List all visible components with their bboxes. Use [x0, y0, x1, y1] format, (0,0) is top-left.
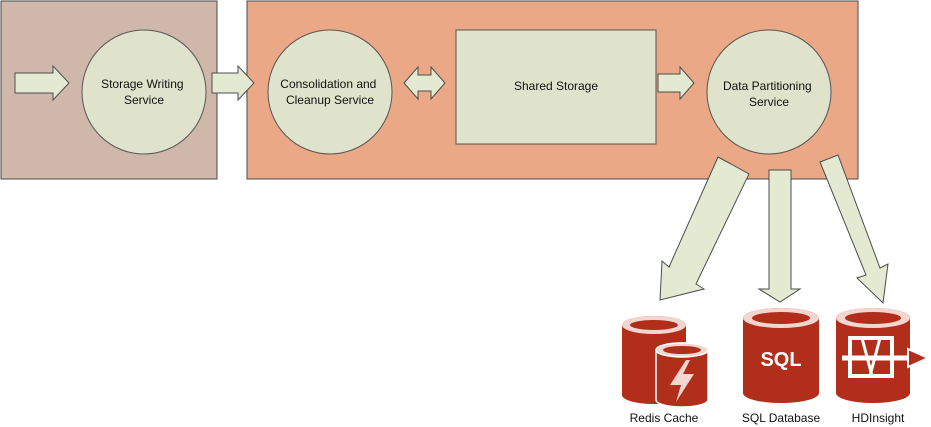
consolidation-cleanup-service-node — [267, 29, 393, 155]
consolidation-cleanup-service-label-line-2: Cleanup Service — [286, 93, 374, 107]
shared-storage-label: Shared Storage — [514, 79, 598, 93]
storage-writing-service-label-line-1: Storage Writing — [101, 77, 183, 91]
storage-to-consolidation-arrow — [211, 64, 255, 102]
shared-storage-to-partitioning-arrow — [657, 65, 695, 101]
input-arrow — [14, 64, 70, 102]
shared-storage-node — [455, 29, 657, 145]
redis-cache-label: Redis Cache — [630, 411, 699, 425]
data-partitioning-service-label-line-2: Service — [749, 95, 789, 109]
consolidation-shared-storage-bidirectional-arrow — [403, 65, 446, 101]
data-partitioning-service-node — [706, 29, 832, 155]
hdinsight-label: HDInsight — [852, 411, 905, 425]
sql-database-label: SQL Database — [742, 411, 821, 425]
redis-cache-icon — [622, 316, 709, 408]
consolidation-cleanup-service-label-line-1: Consolidation and — [280, 77, 376, 91]
sql-icon-text: SQL — [760, 349, 801, 371]
hdinsight-icon — [836, 308, 931, 403]
partitioning-to-redis-arrow — [659, 156, 750, 301]
data-partitioning-service-label: Data Partitioning Service — [723, 79, 815, 109]
partitioning-to-sql-arrow — [757, 169, 802, 303]
partitioning-to-hdinsight-arrow — [819, 154, 889, 305]
data-partitioning-service-label-line-1: Data Partitioning — [723, 79, 812, 93]
storage-writing-service-label-line-2: Service — [124, 93, 164, 107]
consolidation-cleanup-service-label: Consolidation and Cleanup Service — [280, 77, 379, 107]
sql-database-icon: SQL — [743, 308, 819, 403]
storage-writing-service-node — [81, 29, 207, 155]
storage-writing-service-label: Storage Writing Service — [101, 77, 187, 107]
